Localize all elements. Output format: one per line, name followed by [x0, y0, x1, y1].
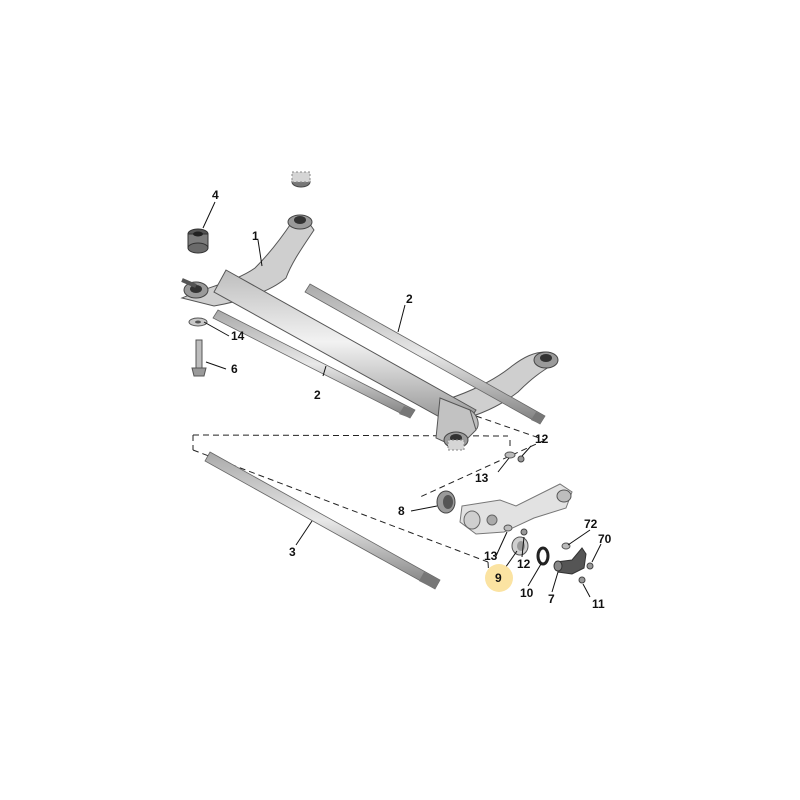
callout-13-lower: 13 — [484, 549, 498, 563]
highlight-9 — [485, 564, 513, 592]
bolt-70 — [586, 562, 594, 570]
callout-2-lower: 2 — [314, 388, 321, 402]
nut-11 — [578, 576, 586, 584]
callout-labels: 1 2 2 3 4 6 7 8 9 10 11 12 12 13 13 14 7… — [212, 188, 612, 611]
callout-3: 3 — [289, 545, 296, 559]
bolt-12-upper — [517, 455, 525, 463]
callout-12-lower: 12 — [517, 557, 531, 571]
bearing-8 — [436, 490, 456, 514]
nut-13-lower — [503, 524, 513, 532]
callout-2-upper: 2 — [406, 292, 413, 306]
rod-2-upper — [304, 283, 546, 425]
callout-7: 7 — [548, 592, 555, 606]
seal-10 — [536, 546, 550, 566]
callout-12-upper: 12 — [535, 432, 549, 446]
bolt-6 — [191, 339, 207, 377]
axle-bushings — [183, 171, 559, 451]
callout-4: 4 — [212, 188, 219, 202]
stud — [181, 278, 197, 288]
bearing-9 — [511, 536, 529, 556]
hub-carrier — [459, 483, 573, 535]
leader-lines — [202, 201, 602, 598]
bolt-12-lower — [520, 528, 528, 536]
rod-3 — [204, 451, 441, 590]
callout-13-upper: 13 — [475, 471, 489, 485]
bracket-7 — [553, 547, 587, 575]
callout-72: 72 — [584, 517, 598, 531]
washer-14 — [188, 317, 208, 327]
callout-14: 14 — [231, 329, 245, 343]
callout-10: 10 — [520, 586, 534, 600]
callout-70: 70 — [598, 532, 612, 546]
callout-6: 6 — [231, 362, 238, 376]
rod-2-lower — [212, 309, 416, 419]
nut-13-upper — [504, 451, 516, 459]
bushing-4 — [187, 228, 209, 254]
callout-8: 8 — [398, 504, 405, 518]
callout-11: 11 — [592, 597, 605, 611]
rear-axle-beam — [180, 215, 555, 449]
callout-9: 9 — [495, 571, 502, 585]
callout-1: 1 — [252, 229, 259, 243]
